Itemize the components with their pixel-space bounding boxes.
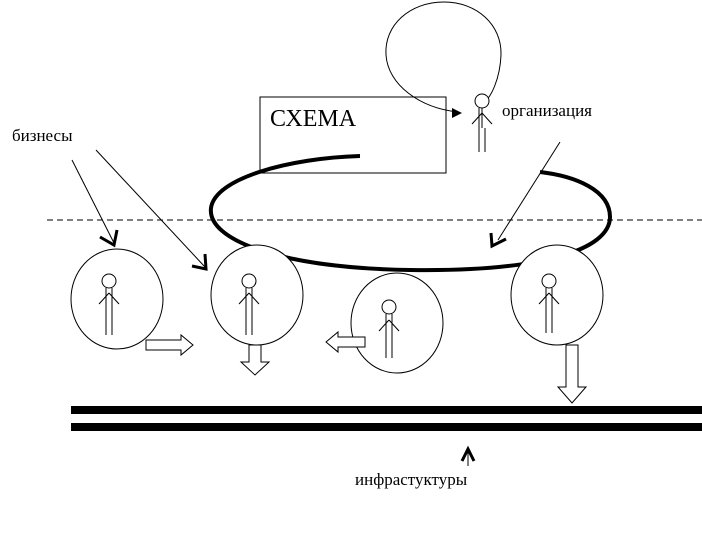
organization-figure — [471, 93, 493, 152]
organization-loop-arrowhead — [452, 108, 462, 118]
business-2 — [210, 244, 304, 346]
businesses-pointer-arrowhead-2 — [191, 253, 208, 271]
schema-thick-ellipse — [208, 154, 613, 273]
schema-box — [259, 96, 447, 174]
business-4-output-arrow — [556, 344, 588, 404]
business-1-output-arrow — [145, 333, 194, 357]
businesses-pointer-arrowhead-1 — [99, 229, 119, 248]
organization-label: организация — [502, 101, 592, 120]
businesses-label: бизнесы — [12, 126, 73, 145]
business-3 — [350, 272, 444, 374]
businesses-pointer-line-1 — [71, 159, 115, 244]
organization-pointer-line — [497, 141, 561, 241]
infrastructure-pointer-arrowhead — [460, 445, 476, 462]
business-1 — [70, 248, 164, 350]
schema-box-label: СХЕМА — [270, 106, 357, 132]
infrastructure-bar-top — [71, 406, 702, 414]
business-3-output-arrow — [325, 330, 366, 354]
infrastructures-label: инфрастуктуры — [355, 470, 468, 489]
businesses-pointer-line-2 — [95, 149, 206, 268]
infrastructure-bar-bottom — [71, 423, 702, 431]
business-2-output-arrow — [239, 344, 271, 376]
organization-pointer-arrowhead — [489, 232, 507, 249]
organization-loop — [385, 1, 502, 113]
business-4 — [510, 244, 604, 346]
